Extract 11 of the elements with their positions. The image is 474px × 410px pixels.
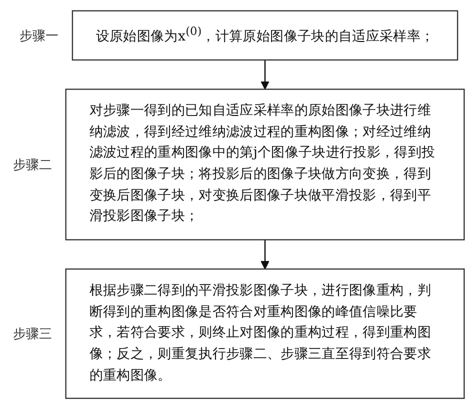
step-label: 步骤一: [19, 28, 58, 45]
step-description: 对步骤一得到的已知自适应采样率的原始图像子块进行维纳滤波，得到经过维纳滤波过程的重构图像；对经过维纳滤波过程的重构图像中的第j个图像子块进行投影，得到投影后的图像子块；将投影后的图像子块做方向变换，得到变换后图像子块，对变换后图像子块做平滑投影，得到平滑投影图像子块；: [89, 102, 436, 227]
step-description: 设原始图像为x$^{(0)}$，计算原始图像子块的自适应采样率；: [96, 24, 434, 48]
step-label: 步骤二: [12, 156, 52, 174]
process-box: [65, 89, 465, 241]
arrow: [260, 60, 270, 90]
step-label: 步骤三: [12, 326, 52, 344]
process-box: [65, 268, 465, 400]
process-box: [72, 10, 458, 61]
arrow: [260, 240, 270, 270]
step-description: 根据步骤二得到的平滑投影图像子块，进行图像重构，判断得到的重构图像是否符合对重构图像的峰值信噪比要求，若符合要求，则终止对图像的重构过程，得到重构图像；反之，则重复执行步骤二、步骤三直至得到符合要求的重构图像。: [89, 282, 432, 386]
